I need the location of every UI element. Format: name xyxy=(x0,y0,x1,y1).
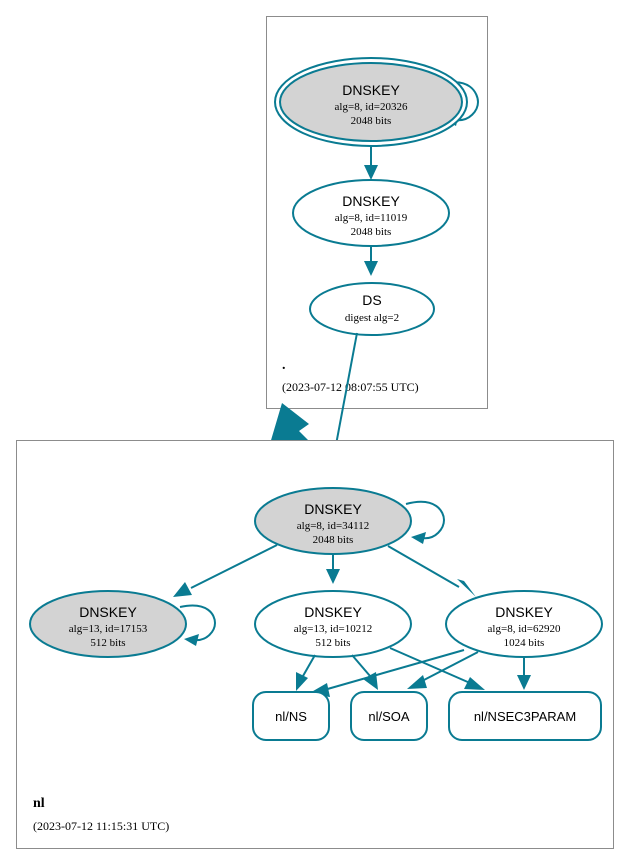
node-nl-key-10212[interactable]: DNSKEY alg=13, id=10212 512 bits xyxy=(254,590,412,658)
node-root-zsk-body xyxy=(292,179,450,247)
edge-nl-ksk-to-key-62920 xyxy=(387,545,476,597)
node-nl-soa-label: nl/SOA xyxy=(368,709,410,724)
node-root-ksk-body xyxy=(279,62,463,142)
edge-nl-ksk-to-key-10212 xyxy=(326,555,340,584)
node-root-ds-type: DS xyxy=(362,292,381,308)
node-nl-key-10212-alg-id: alg=13, id=10212 xyxy=(294,623,372,635)
edge-nl-key-62920-to-nl-nsec3param xyxy=(517,658,531,690)
edge-nl-ksk-to-key-17153 xyxy=(173,544,278,597)
node-root-ds-digest: digest alg=2 xyxy=(345,312,399,324)
node-nl-key-17153[interactable]: DNSKEY alg=13, id=17153 512 bits xyxy=(29,590,187,658)
node-nl-key-62920[interactable]: DNSKEY alg=8, id=62920 1024 bits xyxy=(445,590,603,658)
edge-nl-key-10212-to-nl-nsec3param xyxy=(389,647,485,690)
edge-root-zsk-to-ds xyxy=(364,247,378,276)
zone-label-root: . xyxy=(282,358,286,373)
node-nl-nsec3param-label: nl/NSEC3PARAM xyxy=(474,709,576,724)
edge-self-sign-nl-ksk xyxy=(405,501,446,544)
node-nl-ksk[interactable]: DNSKEY alg=8, id=34112 2048 bits xyxy=(254,487,412,555)
node-nl-key-62920-type: DNSKEY xyxy=(495,604,553,620)
node-nl-ksk-alg-id: alg=8, id=34112 xyxy=(297,520,370,532)
node-nl-nsec3param-box xyxy=(448,691,602,741)
node-nl-ns-label: nl/NS xyxy=(275,709,307,724)
node-root-zsk-alg-id: alg=8, id=11019 xyxy=(335,212,408,224)
node-root-zsk[interactable]: DNSKEY alg=8, id=11019 2048 bits xyxy=(292,179,450,247)
node-nl-ns-box xyxy=(252,691,330,741)
node-nl-key-17153-alg-id: alg=13, id=17153 xyxy=(69,623,148,635)
zone-timestamp-root: (2023-07-12 08:07:55 UTC) xyxy=(282,380,419,394)
node-nl-ksk-body xyxy=(254,487,412,555)
node-root-zsk-size: 2048 bits xyxy=(351,226,392,238)
node-nl-key-17153-size: 512 bits xyxy=(90,637,125,649)
node-nl-key-17153-body xyxy=(29,590,187,658)
node-nl-nsec3param[interactable]: nl/NSEC3PARAM xyxy=(448,691,602,741)
node-nl-key-10212-body xyxy=(254,590,412,658)
node-nl-key-62920-body xyxy=(445,590,603,658)
zone-timestamp-nl: (2023-07-12 11:15:31 UTC) xyxy=(33,819,169,833)
node-nl-key-10212-size: 512 bits xyxy=(315,637,350,649)
edge-nl-key-62920-to-nl-soa xyxy=(407,651,479,689)
node-root-ds[interactable]: DS digest alg=2 xyxy=(309,282,435,336)
node-nl-soa[interactable]: nl/SOA xyxy=(350,691,428,741)
node-nl-key-62920-size: 1024 bits xyxy=(504,637,545,649)
node-nl-soa-box xyxy=(350,691,428,741)
node-nl-ksk-type: DNSKEY xyxy=(304,501,362,517)
node-nl-ns[interactable]: nl/NS xyxy=(252,691,330,741)
node-nl-key-10212-type: DNSKEY xyxy=(304,604,362,620)
node-root-ds-body xyxy=(309,282,435,336)
node-root-ksk-type: DNSKEY xyxy=(342,82,400,98)
node-root-zsk-type: DNSKEY xyxy=(342,193,400,209)
node-nl-key-62920-alg-id: alg=8, id=62920 xyxy=(488,623,561,635)
node-nl-key-17153-type: DNSKEY xyxy=(79,604,137,620)
edge-self-sign-nl-key-17153 xyxy=(179,604,217,646)
zone-label-nl: nl xyxy=(33,796,45,811)
edge-nl-key-10212-to-nl-ns xyxy=(296,654,316,691)
node-nl-ksk-size: 2048 bits xyxy=(313,534,354,546)
node-root-ksk-alg-id: alg=8, id=20326 xyxy=(335,101,408,113)
node-root-ksk-size: 2048 bits xyxy=(351,115,392,127)
edge-root-ksk-to-root-zsk xyxy=(364,147,378,180)
node-root-ksk[interactable]: DNSKEY alg=8, id=20326 2048 bits xyxy=(274,57,468,147)
